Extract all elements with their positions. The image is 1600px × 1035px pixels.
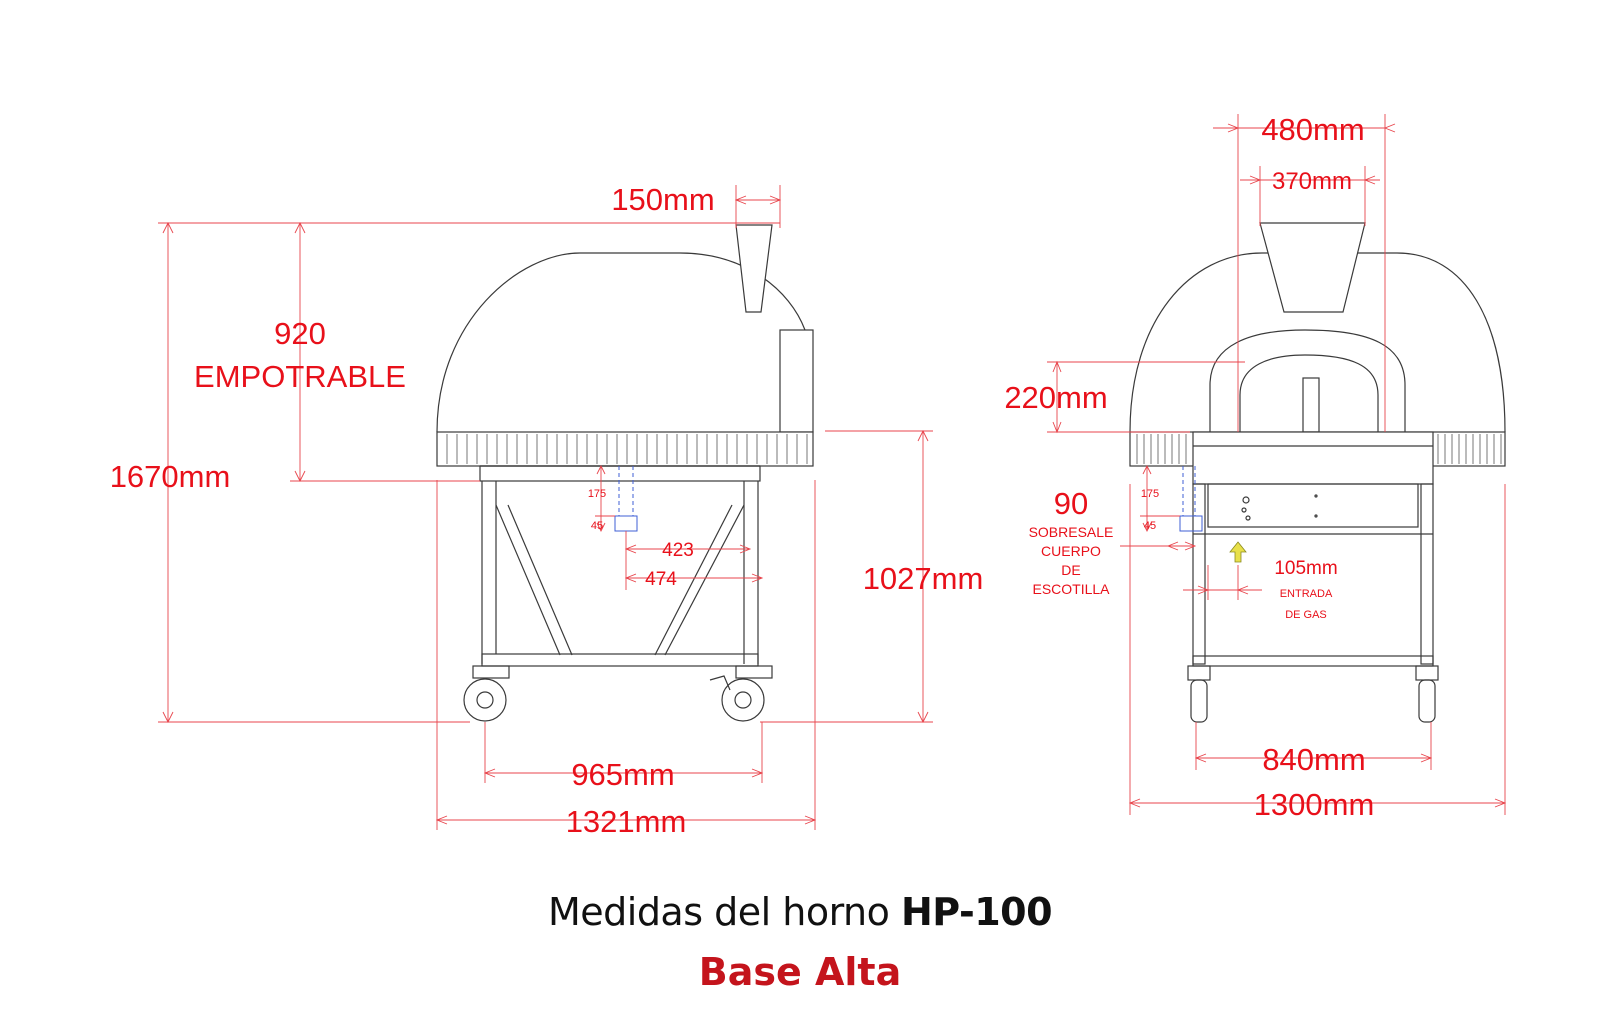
- wheel-left: [463, 678, 507, 722]
- label-90: 90: [1054, 486, 1088, 521]
- caption-prefix: Medidas del horno: [547, 890, 890, 934]
- caption-model: HP-100: [900, 890, 1053, 934]
- front-arch-inner: [1239, 354, 1379, 432]
- side-dome: [436, 252, 806, 433]
- wheel-right: [721, 678, 765, 722]
- side-hatch-block: [779, 329, 814, 433]
- label-escotilla: ESCOTILLA: [1032, 581, 1110, 597]
- label-965mm: 965mm: [571, 757, 674, 792]
- label-1300mm: 1300mm: [1254, 787, 1375, 822]
- label-423: 423: [662, 540, 694, 561]
- front-control-panel: [1207, 483, 1419, 528]
- front-dimension-labels: 480mm 370mm 220mm 90 SOBRESALE CUERPO DE…: [1004, 112, 1374, 822]
- label-474: 474: [645, 569, 677, 590]
- label-175-front: 175: [1141, 488, 1159, 500]
- front-view-dimensions: [1047, 114, 1507, 815]
- label-1670mm: 1670mm: [110, 459, 231, 494]
- side-bottom-rail: [481, 653, 759, 667]
- label-entrada: ENTRADA: [1280, 588, 1333, 600]
- side-band-stripes: [446, 434, 808, 464]
- label-1027mm: 1027mm: [863, 561, 984, 596]
- side-view-dimensions: [158, 185, 933, 830]
- label-45-side: 45: [591, 520, 603, 532]
- label-480mm: 480mm: [1261, 112, 1364, 147]
- front-bottom-rail: [1192, 655, 1434, 667]
- label-840mm: 840mm: [1262, 742, 1365, 777]
- front-gas-box: [1179, 515, 1203, 532]
- label-175-side: 175: [588, 488, 606, 500]
- label-370mm: 370mm: [1272, 168, 1352, 195]
- front-view: [1129, 222, 1506, 723]
- side-dimension-labels: 150mm 920 EMPOTRABLE 1670mm 1027mm 965mm…: [110, 182, 984, 839]
- oven-dimension-drawing: 150mm 920 EMPOTRABLE 1670mm 1027mm 965mm…: [110, 112, 1507, 839]
- label-45-front: 45: [1144, 520, 1156, 532]
- label-920: 920: [274, 316, 326, 351]
- label-de-gas: DE GAS: [1285, 609, 1327, 621]
- label-105mm: 105mm: [1274, 558, 1337, 579]
- side-gas-box: [614, 515, 638, 532]
- front-arch-outer: [1209, 329, 1406, 432]
- caption-subtitle: Base Alta: [698, 950, 902, 994]
- label-150mm: 150mm: [611, 182, 714, 217]
- side-view: [436, 224, 814, 722]
- label-de: DE: [1061, 562, 1080, 578]
- gas-inlet-arrow: [1229, 541, 1247, 563]
- front-wheel-right: [1418, 679, 1436, 723]
- front-chimney: [1259, 222, 1366, 313]
- front-hatch-plate: [1192, 431, 1434, 485]
- side-top-frame: [479, 465, 761, 482]
- label-cuerpo: CUERPO: [1041, 543, 1101, 559]
- label-sobresale: SOBRESALE: [1029, 524, 1114, 540]
- front-wheel-left: [1190, 679, 1208, 723]
- caption-title: Medidas del horno HP-100: [0, 890, 1600, 934]
- label-1321mm: 1321mm: [566, 804, 687, 839]
- label-220mm: 220mm: [1004, 380, 1107, 415]
- label-empotrable: EMPOTRABLE: [194, 359, 406, 394]
- side-chimney: [735, 224, 773, 313]
